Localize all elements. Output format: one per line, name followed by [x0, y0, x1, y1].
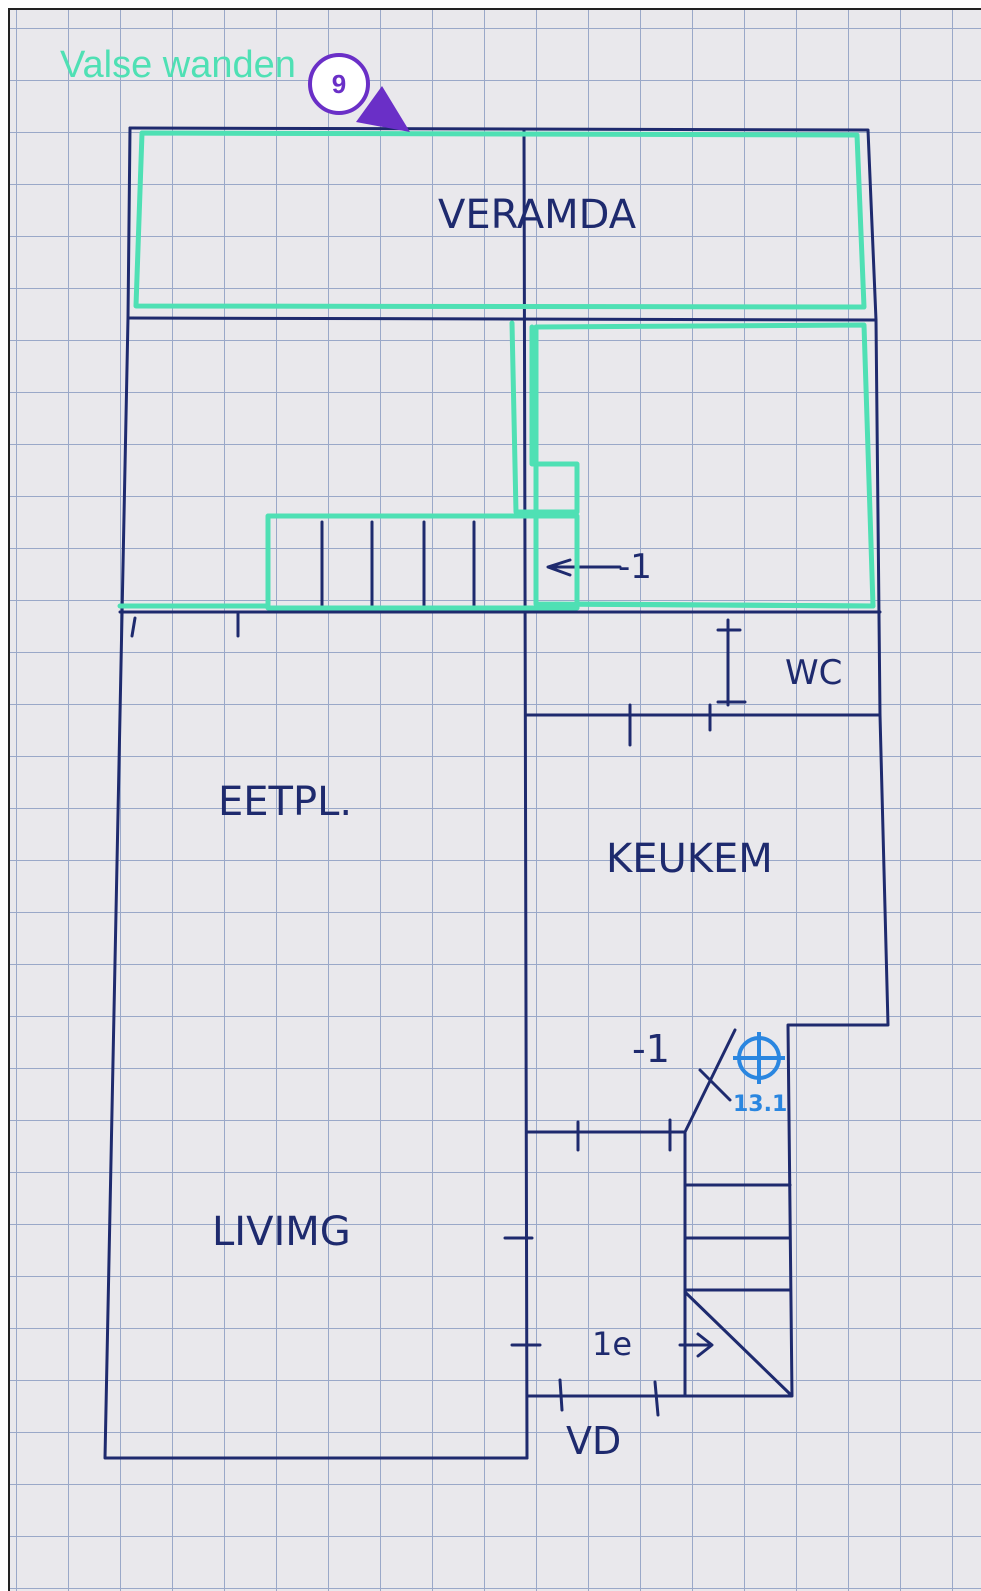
false-wall-kitchen-block[interactable] — [533, 322, 876, 609]
stair-label-lower: -1 — [632, 1027, 670, 1071]
outer-walls — [103, 126, 890, 1460]
lower-stair — [526, 1028, 792, 1398]
marker-value-label: 13.1 — [733, 1092, 788, 1117]
vd-label: VD — [566, 1419, 621, 1463]
room-label-living: LIVIMG — [212, 1209, 351, 1255]
room-label-eetplaats: EETPL. — [218, 779, 352, 825]
room-label-wc: WC — [785, 653, 842, 693]
annotation-pointer-arrow — [356, 86, 410, 132]
interior-walls — [118, 128, 882, 1460]
graph-paper — [8, 8, 981, 1591]
room-label-keuken: KEUKEM — [606, 836, 773, 882]
stair-label-upper: -1 — [618, 547, 652, 587]
upper-stair — [320, 520, 622, 608]
false-wall-kitchen-floor[interactable] — [574, 601, 876, 609]
false-wall-stair-box[interactable] — [265, 513, 580, 611]
false-wall-hall[interactable] — [509, 320, 580, 515]
crosshair-marker-icon[interactable] — [733, 1032, 785, 1084]
false-walls-overlay[interactable] — [117, 130, 876, 611]
annotation-number-badge[interactable]: 9 — [308, 53, 370, 115]
first-floor-label: 1e — [592, 1325, 632, 1363]
false-wall-veranda[interactable] — [133, 130, 867, 310]
room-labels: VERAMDA WC EETPL. KEUKEM LIVIMG -1 -1 1e… — [212, 192, 842, 1463]
room-label-veranda: VERAMDA — [438, 192, 637, 238]
false-walls-label: Valse wanden — [60, 44, 296, 86]
